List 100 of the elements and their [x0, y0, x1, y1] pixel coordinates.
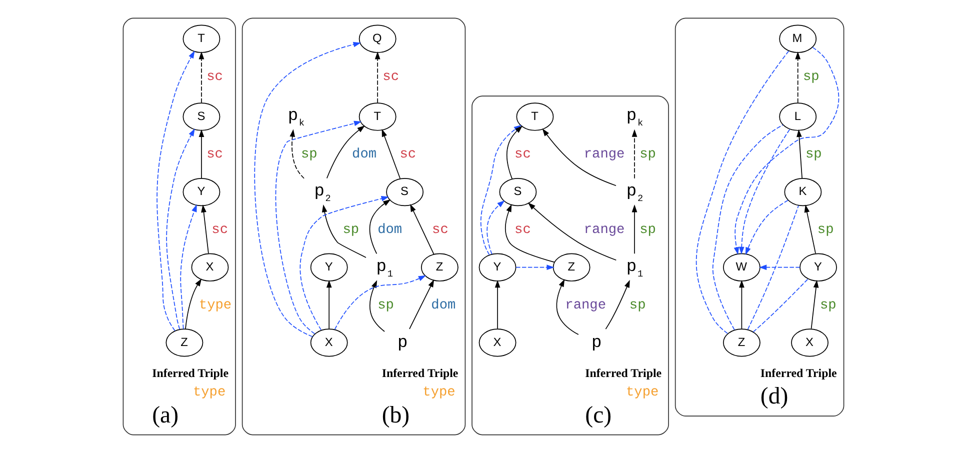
node-ellipse: Z	[722, 328, 760, 357]
edge-label: range	[564, 298, 606, 314]
node-ellipse: M	[778, 24, 816, 53]
arrow	[254, 42, 360, 338]
arrow	[794, 52, 800, 104]
arrow	[289, 129, 304, 179]
arrow	[515, 264, 554, 270]
node-ellipse: X	[310, 328, 348, 357]
node-ellipse: Y	[799, 253, 836, 282]
node-ellipse: X	[190, 253, 228, 282]
arrow	[326, 280, 332, 330]
node-ellipse: T	[182, 24, 220, 53]
arrow	[810, 280, 818, 330]
arrow	[299, 196, 388, 330]
edge-label: sp	[377, 298, 394, 314]
edge-label: sc	[206, 148, 222, 163]
arrow	[804, 204, 816, 254]
edge-label: sc	[206, 70, 222, 85]
edge-label: dom	[377, 222, 402, 238]
node-text: p$_{1}$	[376, 258, 392, 280]
node-ellipse: Y	[478, 253, 516, 282]
arrow	[796, 129, 802, 178]
node-ellipse: S	[182, 102, 220, 131]
node-ellipse: X	[478, 328, 516, 357]
node-text: p$_{2}$	[314, 182, 330, 204]
node-text: p$_{1}$	[626, 258, 643, 280]
arrow	[542, 128, 616, 186]
node-text: p$_{2}$	[626, 182, 643, 204]
node-text: p	[591, 334, 602, 353]
arrow	[166, 128, 194, 330]
edge-label: sc	[399, 148, 416, 163]
node-ellipse: L	[778, 102, 816, 131]
node-ellipse: Y	[182, 178, 220, 206]
edge-label: range	[583, 222, 624, 238]
arrow	[604, 280, 630, 330]
node-ellipse: W	[722, 253, 760, 282]
edge-label: sp	[300, 148, 317, 163]
arrow	[733, 46, 839, 255]
arrow	[334, 275, 426, 330]
arrow	[198, 129, 204, 178]
arrow	[381, 129, 400, 179]
edge-label: sp	[639, 148, 656, 163]
node-ellipse: K	[784, 178, 822, 206]
edge-label: range	[583, 148, 624, 163]
arrow	[738, 280, 744, 330]
arrow	[486, 200, 504, 255]
node-text: p$_{k}$	[626, 107, 643, 129]
edge-label: sp	[639, 222, 656, 238]
edge-label: sc	[514, 148, 530, 163]
arrow	[556, 279, 578, 335]
arrow	[527, 202, 616, 261]
arrow	[504, 204, 554, 263]
node-ellipse: T	[358, 102, 396, 131]
arrow	[494, 280, 500, 330]
connector	[746, 205, 798, 330]
arrow	[274, 120, 362, 334]
node-ellipse: X	[790, 328, 828, 357]
node-ellipse: S	[498, 178, 536, 206]
edge-label: sc	[432, 222, 448, 238]
arrow	[200, 204, 208, 254]
edge-label: sp	[819, 298, 836, 314]
edge-label: dom	[352, 148, 376, 163]
node-ellipse: Z	[420, 253, 458, 282]
arrow	[374, 52, 380, 104]
edge-label: sp	[816, 222, 834, 238]
connector	[712, 124, 783, 330]
node-text: p	[397, 334, 408, 353]
edge-label: type	[198, 298, 232, 314]
node-ellipse: Z	[552, 253, 590, 282]
arrow	[408, 279, 434, 330]
arrow	[738, 129, 790, 254]
arrow	[321, 204, 366, 258]
edge-label: sp	[802, 70, 819, 85]
arrow	[326, 126, 364, 179]
arrow	[631, 129, 637, 179]
edge-label: sc	[382, 70, 399, 85]
node-ellipse: Y	[310, 253, 348, 282]
arrow	[198, 52, 204, 104]
node-ellipse: S	[386, 178, 424, 206]
node-ellipse: Z	[165, 328, 203, 357]
edge-label: sc	[514, 222, 530, 238]
arrow	[758, 264, 800, 270]
node-text: p$_{k}$	[287, 107, 304, 129]
arrow	[631, 204, 637, 254]
node-ellipse: Q	[358, 24, 396, 53]
arrow	[368, 199, 390, 254]
node-ellipse: T	[516, 102, 554, 131]
connector	[695, 50, 789, 334]
edge-label: sp	[628, 298, 646, 314]
connector	[752, 278, 808, 332]
edge-label: sp	[342, 222, 359, 238]
edge-label: dom	[430, 298, 456, 314]
arrow	[180, 204, 196, 330]
arrow	[744, 200, 788, 256]
arrow	[368, 280, 384, 332]
edge-label: sp	[805, 148, 822, 163]
arrow	[410, 204, 434, 254]
arrow	[184, 278, 202, 330]
arrow	[156, 50, 194, 332]
edge-label: sc	[211, 222, 228, 238]
